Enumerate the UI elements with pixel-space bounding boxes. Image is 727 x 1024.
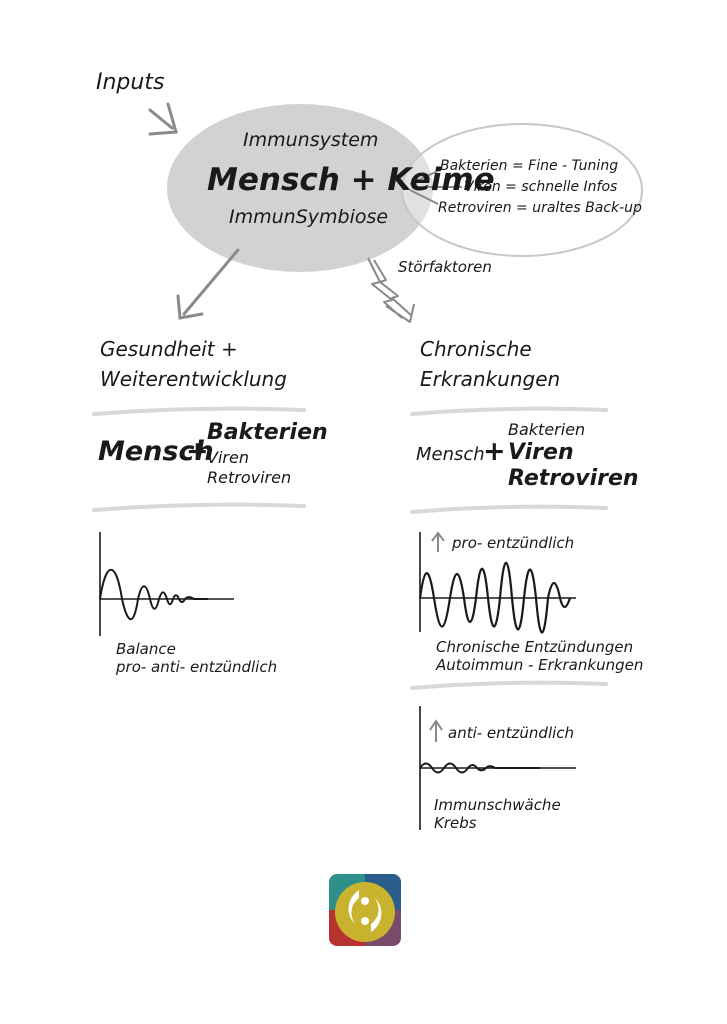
right-plus: + bbox=[483, 436, 506, 467]
dividers bbox=[92, 406, 608, 690]
logo-graphic bbox=[329, 874, 401, 946]
left-heading: Gesundheit + Weiterentwicklung bbox=[100, 334, 287, 394]
pro-chart-axes bbox=[419, 532, 576, 632]
health-arrow bbox=[176, 248, 240, 320]
balance-caption-line2: pro- anti- entzündlich bbox=[116, 658, 278, 676]
balance-caption: Balance pro- anti- entzündlich bbox=[116, 640, 277, 676]
right-viren: Viren bbox=[508, 440, 574, 465]
inputs-arrow bbox=[148, 102, 178, 136]
logo bbox=[329, 874, 401, 946]
anti-caption-line1: Immunschwäche bbox=[434, 796, 561, 814]
pro-caption-line1: Chronische Entzündungen bbox=[436, 638, 634, 656]
right-heading-line1: Chronische bbox=[420, 337, 532, 361]
right-heading-line2: Erkrankungen bbox=[420, 367, 561, 391]
pro-arrow bbox=[431, 531, 445, 552]
left-bakterien: Bakterien bbox=[207, 420, 328, 445]
stoerfaktoren-arrow bbox=[367, 257, 415, 323]
pro-caption: Chronische Entzündungen Autoimmun - Erkr… bbox=[436, 638, 643, 674]
pro-label: pro- entzündlich bbox=[452, 534, 575, 552]
immunsymbiose-subtitle: ImmunSymbiose bbox=[229, 206, 389, 228]
mensch-keime-title: Mensch + Keime bbox=[207, 162, 495, 198]
right-mensch: Mensch bbox=[416, 444, 485, 465]
left-retroviren: Retroviren bbox=[207, 468, 292, 487]
detail-retroviren: Retroviren = uraltes Back-up bbox=[438, 200, 642, 216]
detail-connectors bbox=[409, 169, 462, 205]
immunsystem-title: Immunsystem bbox=[243, 129, 379, 151]
balance-chart-axes bbox=[99, 532, 234, 636]
anti-label: anti- entzündlich bbox=[448, 724, 575, 742]
right-retroviren: Retroviren bbox=[508, 466, 639, 491]
balance-wave bbox=[99, 568, 208, 621]
left-heading-line2: Weiterentwicklung bbox=[100, 367, 287, 391]
right-heading: Chronische Erkrankungen bbox=[420, 334, 560, 394]
left-viren: Viren bbox=[207, 448, 249, 467]
immunsystem-ellipse bbox=[167, 104, 433, 272]
anti-caption-line2: Krebs bbox=[434, 814, 477, 832]
left-heading-line1: Gesundheit + bbox=[100, 337, 238, 361]
anti-caption: Immunschwäche Krebs bbox=[434, 796, 561, 832]
pro-wave bbox=[418, 561, 572, 634]
detail-viren: Viren = schnelle Infos bbox=[464, 179, 618, 195]
anti-wave bbox=[419, 762, 540, 774]
stoerfaktoren-label: Störfaktoren bbox=[398, 258, 492, 276]
pro-caption-line2: Autoimmun - Erkrankungen bbox=[436, 656, 644, 674]
detail-bakterien: Bakterien = Fine - Tuning bbox=[440, 158, 619, 174]
inputs-label: Inputs bbox=[96, 70, 165, 95]
details-ellipse bbox=[401, 123, 643, 257]
right-bakterien: Bakterien bbox=[508, 420, 586, 439]
balance-caption-line1: Balance bbox=[116, 640, 176, 658]
anti-arrow bbox=[429, 719, 443, 742]
left-mensch: Mensch bbox=[98, 436, 214, 467]
left-plus: + bbox=[186, 436, 209, 467]
